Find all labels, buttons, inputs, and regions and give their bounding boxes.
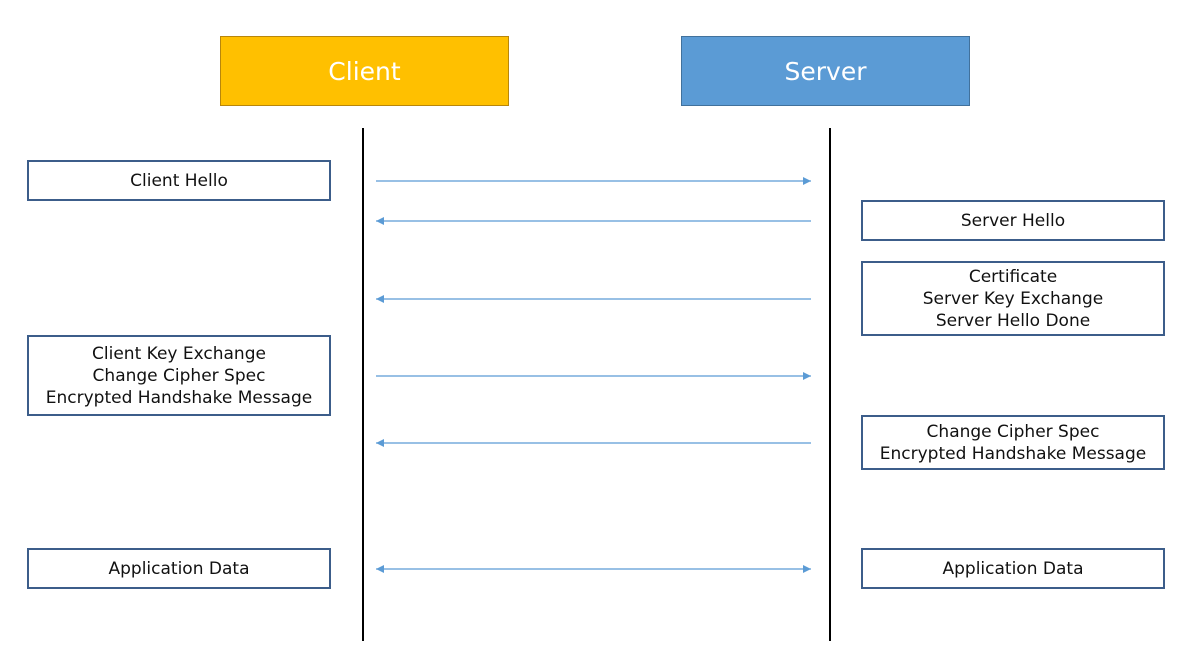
server-lifeline <box>829 128 831 641</box>
client-message-box: Application Data <box>27 548 331 589</box>
message-line: Application Data <box>942 558 1084 579</box>
message-line: Application Data <box>108 558 250 579</box>
message-line: Encrypted Handshake Message <box>45 387 313 408</box>
server-message-box: Change Cipher Spec Encrypted Handshake M… <box>861 415 1165 470</box>
message-line: Change Cipher Spec <box>92 365 266 386</box>
client-actor-box: Client <box>220 36 509 106</box>
server-actor-box: Server <box>681 36 970 106</box>
server-message-box: Application Data <box>861 548 1165 589</box>
message-line: Change Cipher Spec <box>926 421 1100 442</box>
message-line: Certificate <box>968 266 1058 287</box>
server-actor-label: Server <box>784 56 867 86</box>
message-line: Client Hello <box>130 170 228 191</box>
client-lifeline <box>362 128 364 641</box>
client-actor-label: Client <box>328 56 401 86</box>
client-message-box: Client Key Exchange Change Cipher Spec E… <box>27 335 331 416</box>
server-message-box: Certificate Server Key Exchange Server H… <box>861 261 1165 336</box>
message-line: Server Key Exchange <box>922 288 1104 309</box>
message-line: Server Hello Done <box>935 310 1091 331</box>
server-message-box: Server Hello <box>861 200 1165 241</box>
message-line: Client Key Exchange <box>92 343 266 364</box>
client-message-box: Client Hello <box>27 160 331 201</box>
message-line: Server Hello <box>960 210 1066 231</box>
message-line: Encrypted Handshake Message <box>879 443 1147 464</box>
